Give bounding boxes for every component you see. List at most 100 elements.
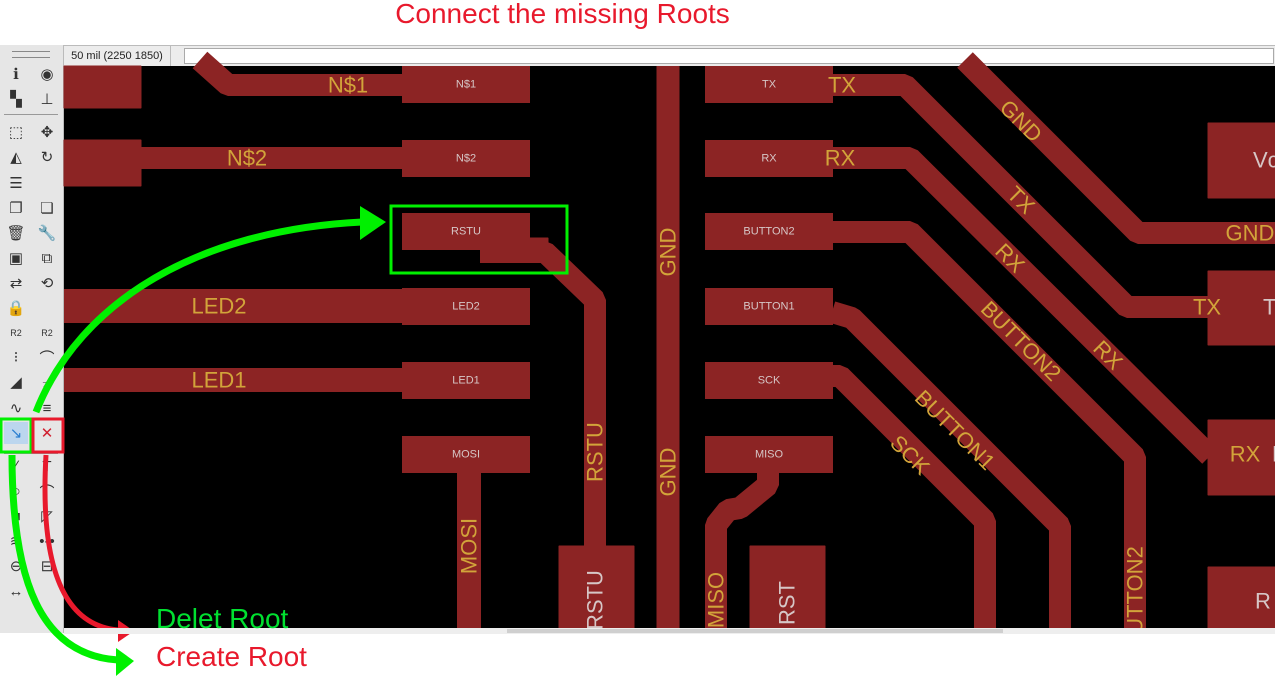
highlight-box-rstu [389, 204, 569, 275]
highlight-box-ripup [31, 417, 65, 454]
arrowhead-icon [360, 206, 386, 240]
pad-name: TX [762, 79, 777, 91]
line-icon[interactable]: ∕ [14, 457, 18, 475]
horizontal-scrollbar[interactable] [64, 628, 1275, 634]
delete-icon[interactable]: 🗑 [6, 225, 26, 242]
smd-pad[interactable] [402, 288, 530, 325]
route-icon[interactable]: ↘ [4, 422, 28, 444]
instruction-title: Connect the missing Roots [395, 0, 730, 29]
lock-change-icon[interactable]: ⟲ [40, 275, 54, 292]
pad-rst-large[interactable] [749, 545, 826, 629]
net-label: RX [1230, 442, 1261, 467]
trace-button1[interactable] [828, 301, 1071, 628]
eye-icon[interactable]: ◉ [40, 66, 54, 83]
scrollbar-thumb[interactable] [507, 629, 1003, 633]
coordinate-readout: 50 mil (2250 1850) [64, 46, 171, 67]
rotate-icon[interactable]: ↻ [40, 149, 54, 166]
net-label: RX [825, 146, 856, 171]
slice-icon[interactable]: ≡ [42, 399, 52, 417]
pad-name: LED2 [452, 301, 480, 313]
mirror-icon[interactable]: ◭ [10, 149, 22, 166]
net-label: UTTON2 [1123, 546, 1148, 634]
info-icon[interactable]: ℹ [13, 66, 19, 83]
pad-name: N$1 [456, 79, 476, 91]
net-label: N$1 [328, 73, 368, 98]
pad-rstu-large[interactable] [558, 545, 635, 629]
trace-tx[interactable] [832, 74, 1210, 318]
pad-name: LED1 [452, 375, 480, 387]
pad-name: RX [761, 153, 777, 165]
smd-pad[interactable] [705, 140, 833, 177]
highlight-box-route [0, 417, 33, 454]
trace-miso[interactable] [705, 465, 779, 628]
smd-pad[interactable] [705, 362, 833, 399]
net-label: MOSI [457, 518, 482, 574]
command-input[interactable] [184, 48, 1274, 64]
smd-pad[interactable] [705, 288, 833, 325]
pad-name: SCK [758, 375, 781, 387]
pad-name: R [1255, 589, 1271, 614]
pad-name: MOSI [452, 449, 480, 461]
trace-button2[interactable] [832, 221, 1146, 628]
trace-n1[interactable] [192, 51, 402, 96]
net-label: LED2 [191, 294, 246, 319]
pad-r-right[interactable] [1207, 566, 1275, 629]
dimension-icon[interactable]: ↔ [8, 582, 24, 600]
swap-icon[interactable]: ⇄ [9, 275, 23, 292]
net-label: GND [656, 228, 681, 277]
net-label: GND [656, 448, 681, 497]
left-part-pad[interactable] [63, 139, 142, 187]
miter-icon[interactable]: ⌒ [39, 349, 55, 367]
wrench-icon[interactable]: 🔧 [37, 225, 57, 242]
align-icon[interactable]: ☰ [9, 175, 23, 192]
pad-name: BUTTON1 [743, 301, 794, 313]
smd-pad[interactable] [402, 66, 530, 103]
value-icon[interactable]: R2 [10, 328, 22, 338]
trace-rx[interactable] [832, 147, 1218, 464]
pad-name: N$2 [456, 153, 476, 165]
toolbar-separator [4, 114, 58, 115]
split-icon[interactable]: ⁝ [13, 349, 19, 366]
net-label: GND [1226, 221, 1275, 246]
net-label: RSTU [583, 422, 608, 482]
pad-name: RSTU [451, 226, 481, 238]
lock-icon[interactable]: 🔒 [6, 300, 26, 317]
toolbar-grip[interactable] [12, 51, 50, 58]
meander-icon[interactable]: ∿ [9, 400, 23, 417]
copy-icon[interactable]: ❐ [9, 200, 23, 217]
trace-gnd-diagonal[interactable] [957, 52, 1275, 244]
create-root-label: Create Root [156, 641, 307, 672]
pad-rx-right[interactable] [1207, 419, 1275, 496]
smd-pad[interactable] [402, 362, 530, 399]
value-dropdown-icon[interactable]: R2 [41, 328, 53, 338]
layer-settings-icon[interactable]: ▚ [10, 91, 22, 108]
pad-name: BUTTON2 [743, 226, 794, 238]
paste-icon[interactable]: ❏ [40, 200, 54, 217]
pad-name: RST [775, 581, 800, 625]
smd-pad[interactable] [705, 213, 833, 250]
pad-name: Vc [1253, 148, 1275, 173]
left-part-pad[interactable] [63, 65, 142, 109]
pad-name: MISO [755, 449, 784, 461]
smd-pad[interactable] [402, 436, 530, 473]
smd-pad[interactable] [705, 436, 833, 473]
net-label: TX [1193, 295, 1221, 320]
trace-sck[interactable] [832, 365, 996, 628]
pad-tx-right[interactable] [1207, 270, 1275, 346]
pad-vcc[interactable] [1207, 122, 1275, 199]
net-label: N$2 [227, 146, 267, 171]
mark-icon[interactable]: ⊥ [40, 91, 54, 108]
smd-pad[interactable] [402, 140, 530, 177]
group-select-icon[interactable]: ⬚ [8, 124, 24, 141]
pad-name: RSTU [583, 570, 608, 630]
add-part-icon[interactable]: ▣ [8, 250, 24, 267]
move-icon[interactable]: ✥ [40, 124, 54, 141]
smd-pad[interactable] [705, 66, 833, 103]
arrow-to-rstu [32, 218, 363, 414]
ripup-icon[interactable]: ✕ [40, 425, 54, 442]
replace-part-icon[interactable]: ⧉ [41, 249, 53, 267]
smd-pad[interactable] [402, 213, 530, 250]
optimize-icon[interactable]: ◢ [10, 374, 22, 391]
